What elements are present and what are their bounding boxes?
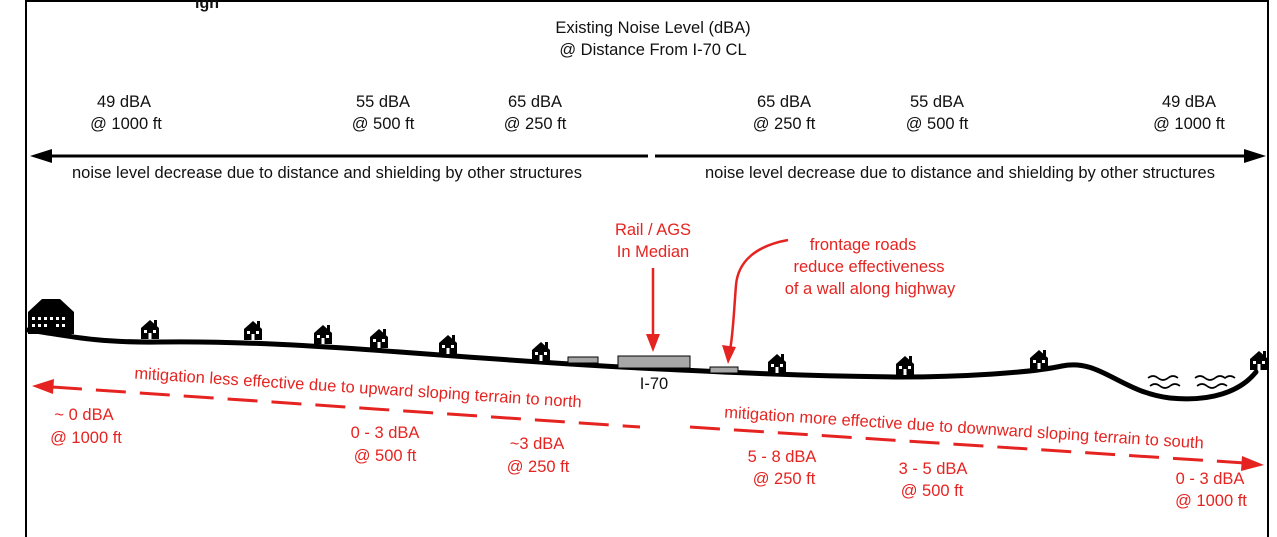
ground-profile <box>25 327 1259 402</box>
mitigation-arrow-south <box>689 425 1264 471</box>
frontage-road-south <box>709 366 739 374</box>
frontage-note-line-1: frontage roads <box>809 236 917 254</box>
mitigation-distance-north-1000: @ 1000 ft <box>50 429 122 447</box>
water-waves-icon <box>1147 375 1236 389</box>
distance-caption-south: noise level decrease due to distance and… <box>705 164 1215 182</box>
frontage-note-line-3: of a wall along highway <box>784 280 956 298</box>
existing-distance-south-1000: @ 1000 ft <box>1153 115 1225 133</box>
mitigation-level-north-500: 0 - 3 dBA <box>350 424 420 442</box>
existing-distance-north-1000: @ 1000 ft <box>90 115 162 133</box>
mitigation-level-south-500: 3 - 5 dBA <box>898 460 968 478</box>
title-line-2: @ Distance From I-70 CL <box>559 41 747 59</box>
house-icon <box>532 342 550 361</box>
house-icon <box>141 320 159 339</box>
frontage-road-north <box>567 356 599 364</box>
mitigation-level-north-250: ~3 dBA <box>509 435 565 453</box>
existing-level-north-250: 65 dBA <box>507 93 563 111</box>
house-icon <box>768 354 786 373</box>
existing-level-south-250: 65 dBA <box>756 93 812 111</box>
mitigation-distance-south-500: @ 500 ft <box>900 482 964 500</box>
mitigation-distance-north-500: @ 500 ft <box>353 447 417 465</box>
existing-distance-south-250: @ 250 ft <box>752 115 816 133</box>
distance-caption-north: noise level decrease due to distance and… <box>72 164 582 182</box>
highway-lanes <box>617 355 691 369</box>
house-icon <box>896 356 914 375</box>
house-icon <box>370 329 388 348</box>
house-icon <box>314 325 332 344</box>
frontage-arrow <box>722 238 789 364</box>
median-label-line-2: In Median <box>616 243 690 261</box>
existing-distance-north-250: @ 250 ft <box>503 115 567 133</box>
mitigation-distance-north-250: @ 250 ft <box>506 458 570 476</box>
apartment-building-icon <box>28 299 74 334</box>
house-icon <box>1250 351 1268 370</box>
mitigation-level-south-250: 5 - 8 dBA <box>747 448 817 466</box>
mitigation-distance-south-250: @ 250 ft <box>752 470 816 488</box>
mitigation-arrow-north <box>32 379 641 429</box>
distance-arrow-left <box>30 149 648 163</box>
existing-distance-north-500: @ 500 ft <box>351 115 415 133</box>
distance-arrow-right <box>655 149 1266 163</box>
frontage-note-line-2: reduce effectiveness <box>793 258 945 276</box>
existing-level-south-1000: 49 dBA <box>1161 93 1217 111</box>
house-icon <box>1030 350 1048 369</box>
mitigation-distance-south-1000: @ 1000 ft <box>1175 492 1247 510</box>
mitigation-level-south-1000: 0 - 3 dBA <box>1175 470 1245 488</box>
existing-distance-south-500: @ 500 ft <box>905 115 969 133</box>
title-line-1: Existing Noise Level (dBA) <box>555 19 751 37</box>
mitigation-level-north-1000: ~ 0 dBA <box>54 406 114 424</box>
cut-off-heading: igh <box>195 0 219 12</box>
house-icon <box>244 321 262 340</box>
house-icon <box>439 335 457 354</box>
existing-level-south-500: 55 dBA <box>909 93 965 111</box>
existing-level-north-1000: 49 dBA <box>96 93 152 111</box>
highway-label: I-70 <box>639 375 669 393</box>
median-arrow <box>646 268 660 352</box>
median-label-line-1: Rail / AGS <box>614 221 692 239</box>
existing-level-north-500: 55 dBA <box>355 93 411 111</box>
